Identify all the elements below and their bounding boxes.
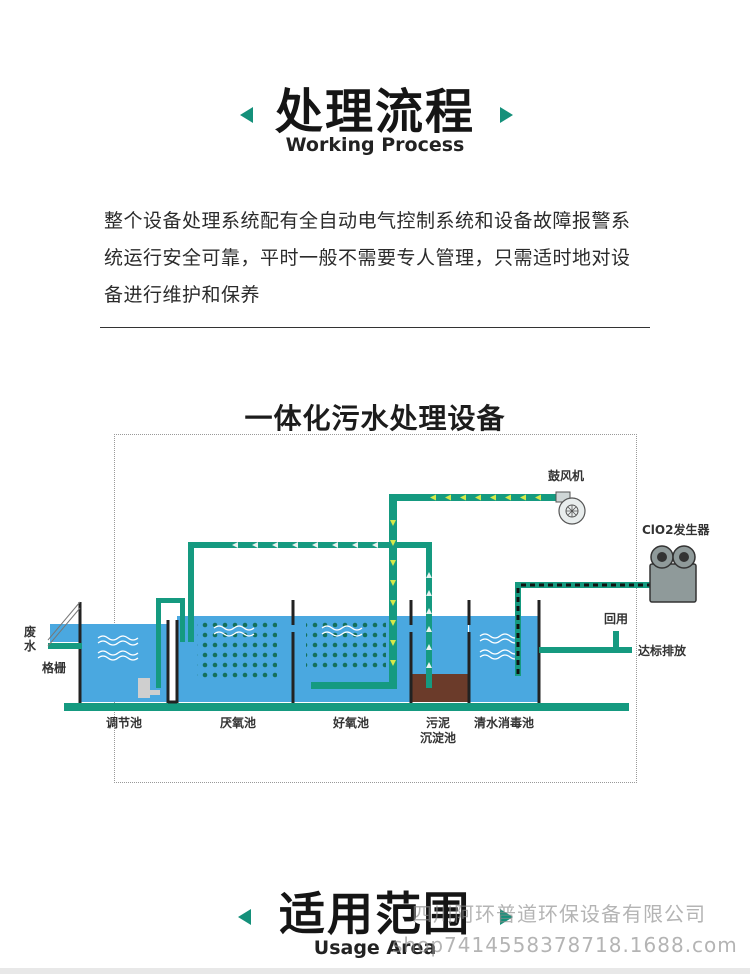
watermark-url: shop7414558378718.1688.com <box>392 933 738 957</box>
left-triangle-icon <box>240 107 253 123</box>
right-triangle-icon <box>500 107 513 123</box>
label-clo2-generator: ClO2发生器 <box>642 522 710 537</box>
left-triangle-icon <box>238 909 251 925</box>
section-subtitle-process: Working Process <box>285 134 465 156</box>
sludge-layer <box>411 674 468 702</box>
label-discharge: 达标排放 <box>638 643 687 658</box>
label-wastewater-2: 水 <box>24 638 37 653</box>
label-wastewater-1: 废 <box>24 624 36 639</box>
intro-paragraph: 整个设备处理系统配有全自动电气控制系统和设备故障报警系统运行安全可靠，平时一般不… <box>104 210 631 306</box>
lift-pipe <box>156 598 185 688</box>
label-disinfection-tank: 清水消毒池 <box>474 715 534 730</box>
wave-icons <box>97 625 521 661</box>
label-aerobic-tank: 好氧池 <box>332 715 369 730</box>
anaerobic-bubbles <box>197 622 277 680</box>
label-sludge-2: 沉淀池 <box>420 730 456 745</box>
right-triangle-icon <box>500 909 513 925</box>
air-pipe <box>311 494 559 689</box>
label-regulating-tank: 调节池 <box>106 715 142 730</box>
diagram-title: 一体化污水处理设备 <box>244 402 506 435</box>
grille-icon <box>47 601 81 641</box>
return-arrows <box>232 542 432 668</box>
inlet-pipe <box>48 643 82 649</box>
label-anaerobic-tank: 厌氧池 <box>220 715 256 730</box>
label-grille: 格栅 <box>42 660 66 675</box>
bottom-bar <box>0 968 750 974</box>
watermark-company: 四川阿环普道环保设备有限公司 <box>412 902 706 926</box>
treatment-process-diagram: 废 水 格栅 调节池 厌氧池 好氧池 污泥 沉淀池 清水消毒池 鼓风机 ClO2… <box>24 468 710 745</box>
clo2-generator-icon <box>649 545 697 603</box>
tank-walls <box>78 600 541 704</box>
outlet-pipe <box>539 631 632 653</box>
label-blower: 鼓风机 <box>548 468 584 483</box>
label-reuse: 回用 <box>604 612 628 626</box>
return-pipe <box>188 542 432 688</box>
label-sludge-1: 污泥 <box>426 715 450 730</box>
base-slab <box>64 703 629 711</box>
section-title-process: 处理流程 <box>274 84 475 140</box>
blower-icon <box>555 491 586 525</box>
diagram-frame <box>114 434 637 783</box>
pump-icon <box>138 678 150 698</box>
dosing-line <box>515 582 650 676</box>
divider <box>100 327 650 328</box>
section-title-usage: 适用范围 <box>279 887 471 941</box>
air-arrows <box>390 494 541 666</box>
aerobic-bubbles <box>306 622 386 672</box>
section-subtitle-usage: Usage Area <box>313 937 437 959</box>
